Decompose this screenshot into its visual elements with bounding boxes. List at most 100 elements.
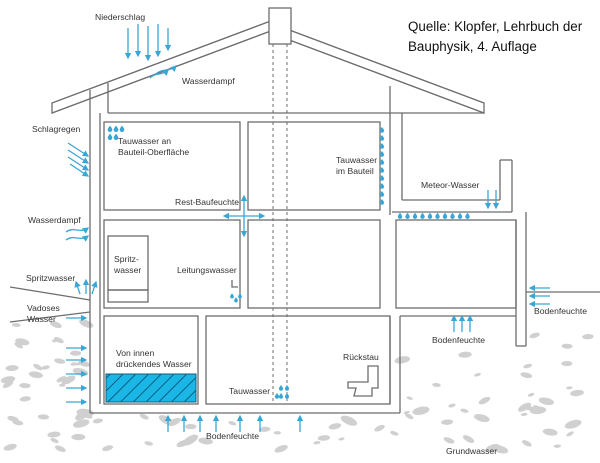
room-upper-left	[103, 121, 241, 211]
soil-speckle	[49, 432, 57, 437]
water-arrow	[91, 280, 98, 295]
soil-speckle	[412, 406, 430, 415]
room-middle-left	[103, 219, 241, 309]
soil-speckle	[73, 419, 90, 428]
soil-speckle	[520, 412, 528, 416]
soil-speckle	[529, 332, 540, 339]
soil-speckle	[523, 363, 533, 369]
soil-speckle	[394, 356, 410, 364]
soil-speckle	[71, 433, 86, 441]
building-structure	[51, 7, 527, 414]
label-vadoses-wasser-2: Wasser	[27, 314, 56, 324]
toilet	[347, 365, 379, 397]
label-bodenfeuchte-bottom: Bodenfeuchte	[206, 431, 259, 441]
label-vadoses-wasser-1: Vadoses	[27, 303, 60, 313]
soil-speckle	[458, 351, 472, 358]
soil-speckle	[19, 383, 31, 389]
soil-speckle	[538, 397, 554, 406]
soil-speckle	[61, 375, 76, 385]
soil-speckle	[474, 413, 490, 423]
soil-speckle	[228, 421, 237, 426]
soil-speckle	[54, 358, 66, 364]
room-upper-middle	[247, 121, 381, 211]
soil-speckle	[448, 403, 456, 408]
label-spritzwasser-bath-2: wasser	[113, 265, 141, 275]
soil-speckle	[521, 440, 532, 447]
label-tauwasser-bauteil-1: Tauwasser	[336, 155, 377, 165]
soil-speckle	[374, 424, 385, 432]
soil-speckle	[478, 396, 491, 405]
label-wasserdampf-wall: Wasserdampf	[28, 215, 81, 225]
label-spritzwasser-outside: Spritzwasser	[26, 273, 75, 283]
soil-speckle	[561, 361, 573, 367]
label-von-innen-1: Von innen	[116, 348, 154, 358]
soil-speckle	[69, 350, 82, 356]
soil-speckle	[529, 406, 547, 415]
source-note-line-2: Bauphysik, 4. Auflage	[408, 39, 537, 54]
bathtub	[107, 289, 149, 303]
water-drop	[274, 392, 280, 399]
label-grundwasser: Grundwasser	[446, 446, 497, 456]
soil-speckle	[11, 323, 21, 327]
soil-speckle	[518, 402, 532, 412]
soil-speckle	[317, 435, 330, 441]
shower-box	[107, 235, 149, 291]
soil-speckle	[78, 360, 90, 367]
water-drop	[107, 133, 113, 141]
soil-speckle	[520, 372, 533, 379]
soil-speckle	[273, 431, 282, 435]
soil-speckle	[566, 386, 573, 390]
water-drop	[284, 392, 290, 399]
soil-speckle	[566, 431, 574, 437]
water-drop	[465, 212, 470, 219]
water-drop	[420, 212, 425, 219]
soil-speckle	[0, 376, 16, 384]
soil-speckle	[403, 410, 410, 415]
water-arrow	[67, 156, 90, 171]
water-drop	[234, 297, 238, 303]
vapour-arrow	[65, 235, 90, 242]
labels: Niederschlag Wasserdampf Schlagregen Tau…	[26, 12, 587, 456]
water-arrow	[67, 142, 90, 157]
water-drop	[119, 125, 125, 133]
vapour-arrow	[149, 69, 169, 79]
soil-speckle	[406, 396, 413, 400]
water-drop	[435, 212, 440, 219]
water-drop	[238, 293, 242, 299]
label-meteor-wasser: Meteor-Wasser	[421, 180, 480, 190]
soil-speckle	[443, 437, 455, 444]
soil-speckle	[2, 380, 14, 388]
label-tauwasser-cellar: Tauwasser	[229, 386, 270, 396]
water-drop	[412, 212, 418, 219]
pressing-water-area	[105, 373, 197, 403]
soil-speckle	[432, 382, 441, 388]
ground-lines	[9, 286, 600, 323]
room-middle-right	[395, 219, 517, 309]
soil-speckle	[259, 426, 271, 432]
soil-speckle	[70, 362, 78, 366]
soil-speckle	[139, 413, 149, 420]
label-wasserdampf-roof: Wasserdampf	[182, 76, 235, 86]
soil-speckle	[49, 321, 62, 329]
chimney	[268, 7, 292, 45]
label-tauwasser-bauteil-2: im Bauteil	[336, 166, 374, 176]
soil-speckle	[564, 419, 582, 429]
soil-speckle	[460, 408, 469, 413]
soil-speckle	[441, 419, 454, 425]
soil-speckle	[33, 363, 43, 371]
water-arrow	[69, 163, 90, 177]
label-schlagregen: Schlagregen	[32, 124, 80, 134]
soil-speckle	[390, 430, 399, 436]
water-drop	[278, 384, 284, 391]
water-drop	[427, 212, 433, 219]
soil-speckle	[274, 444, 288, 453]
soil-speckle	[542, 428, 558, 436]
soil-speckle	[144, 441, 154, 446]
soil-speckle	[184, 423, 197, 430]
water-arrows	[65, 24, 550, 432]
soil-speckle	[92, 418, 103, 424]
soil-speckle	[37, 414, 50, 420]
soil-speckle	[553, 444, 562, 448]
label-bodenfeuchte-right: Bodenfeuchte	[534, 306, 587, 316]
source-note-line-1: Quelle: Klopfer, Lehrbuch der	[408, 19, 583, 34]
